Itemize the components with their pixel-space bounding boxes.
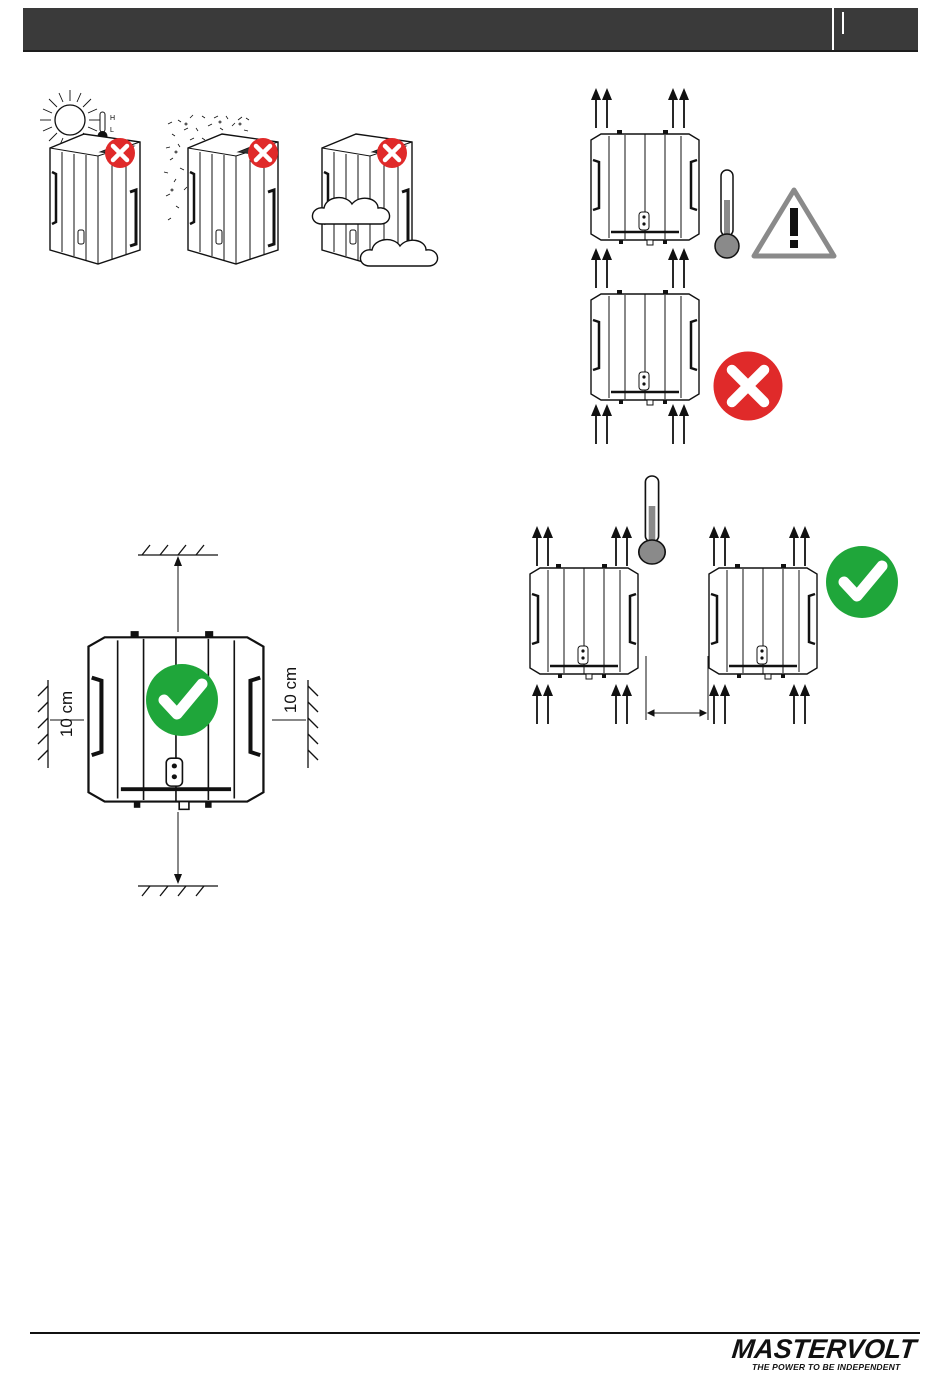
airflow-arrow-icon bbox=[789, 526, 810, 566]
airflow-arrow-icon bbox=[591, 248, 612, 288]
top-wall bbox=[138, 545, 218, 555]
thermo-high-label: H bbox=[110, 115, 115, 122]
brand-tagline: THE POWER TO BE INDEPENDENT bbox=[752, 1362, 922, 1372]
charger-unit-upper bbox=[591, 130, 699, 245]
figure-sun-heat: H L bbox=[40, 90, 140, 264]
figure-stacked-units bbox=[591, 88, 834, 444]
airflow-arrow-icon bbox=[668, 248, 689, 288]
brand-logo: MASTERVOLT bbox=[730, 1334, 923, 1365]
thermometer-icon bbox=[715, 170, 739, 258]
airflow-arrow-icon bbox=[709, 684, 730, 724]
airflow-arrow-icon bbox=[789, 684, 810, 724]
right-clearance-label: 10 cm bbox=[281, 667, 300, 713]
right-wall bbox=[308, 680, 318, 768]
airflow-arrow-icon bbox=[591, 88, 612, 128]
cross-icon bbox=[248, 138, 278, 168]
cross-icon bbox=[377, 138, 407, 168]
figure-humidity bbox=[312, 134, 437, 266]
check-icon bbox=[146, 664, 218, 736]
airflow-arrow-icon bbox=[709, 526, 730, 566]
left-wall bbox=[38, 680, 48, 768]
warning-triangle-icon bbox=[754, 190, 834, 256]
airflow-arrow-icon bbox=[532, 526, 553, 566]
thermometer-icon bbox=[639, 476, 665, 564]
bottom-wall bbox=[138, 886, 218, 896]
airflow-arrow-icon bbox=[668, 88, 689, 128]
figure-clearance: 10 cm 10 cm bbox=[38, 545, 318, 896]
figure-side-by-side bbox=[530, 476, 898, 724]
airflow-arrow-icon bbox=[591, 404, 612, 444]
cross-icon bbox=[105, 138, 135, 168]
airflow-arrow-icon bbox=[532, 684, 553, 724]
charger-unit-left bbox=[530, 564, 638, 679]
charger-unit-lower bbox=[591, 290, 699, 405]
cross-icon bbox=[713, 352, 782, 421]
airflow-arrow-icon bbox=[611, 526, 632, 566]
left-clearance-label: 10 cm bbox=[57, 691, 76, 737]
airflow-arrow-icon bbox=[611, 684, 632, 724]
figure-dust bbox=[164, 115, 278, 264]
check-icon bbox=[826, 546, 898, 618]
thermo-low-label: L bbox=[110, 127, 114, 134]
charger-unit-right bbox=[709, 564, 817, 679]
airflow-arrow-icon bbox=[668, 404, 689, 444]
spacing-dimension bbox=[646, 656, 708, 720]
